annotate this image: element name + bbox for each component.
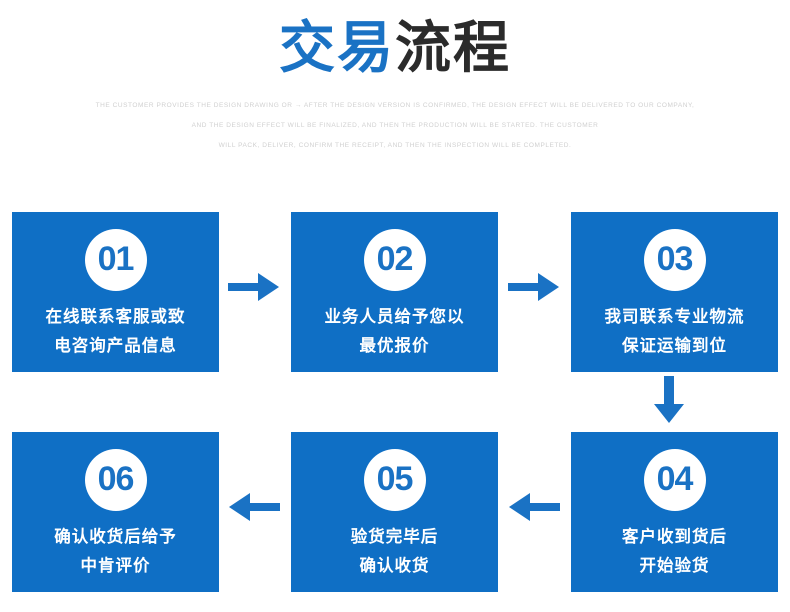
step-text-02: 业务人员给予您以 最优报价 (291, 303, 498, 361)
step-number-04: 04 (656, 460, 694, 498)
step-text-05: 验货完毕后 确认收货 (291, 523, 498, 581)
step-badge-04: 04 (643, 449, 706, 511)
step-badge-02: 02 (363, 229, 426, 291)
arrow-right-icon (508, 270, 560, 304)
step-text-04: 客户收到货后 开始验货 (571, 523, 778, 581)
step-badge-06: 06 (84, 449, 147, 511)
process-step-06: 06 确认收货后给予 中肯评价 (12, 432, 219, 592)
step-number-01: 01 (97, 240, 135, 278)
page-title: 交易流程 (0, 14, 790, 82)
arrow-left-icon (508, 490, 560, 524)
step-badge-03: 03 (643, 229, 706, 291)
step-text-06: 确认收货后给予 中肯评价 (12, 523, 219, 581)
process-step-04: 04 客户收到货后 开始验货 (571, 432, 778, 592)
step-text-05-line-2: 确认收货 (359, 557, 430, 575)
step-text-05-line-1: 验货完毕后 (350, 528, 439, 546)
step-text-01: 在线联系客服或致 电咨询产品信息 (12, 303, 219, 361)
step-text-04-line-1: 客户收到货后 (622, 528, 727, 546)
step-text-01-line-1: 在线联系客服或致 (45, 308, 186, 326)
step-number-05: 05 (376, 460, 414, 498)
step-text-03: 我司联系专业物流 保证运输到位 (571, 303, 778, 361)
process-row-top: 01 在线联系客服或致 电咨询产品信息 02 业务人员给予您以 最优报价 03 … (0, 212, 790, 378)
page-subtitle-line-2: AND THE DESIGN EFFECT WILL BE FINALIZED,… (191, 122, 599, 129)
arrow-down-icon (652, 376, 686, 424)
page-title-dark: 流程 (395, 16, 511, 79)
step-text-02-line-1: 业务人员给予您以 (324, 308, 465, 326)
arrow-right-icon (228, 270, 280, 304)
step-text-02-line-2: 最优报价 (359, 337, 430, 355)
process-step-05: 05 验货完毕后 确认收货 (291, 432, 498, 592)
step-text-04-line-2: 开始验货 (639, 557, 710, 575)
step-text-03-line-1: 我司联系专业物流 (604, 308, 745, 326)
process-step-02: 02 业务人员给予您以 最优报价 (291, 212, 498, 372)
page-subtitle-line-3: WILL PACK, DELIVER, CONFIRM THE RECEIPT,… (218, 142, 572, 149)
page-subtitle: THE CUSTOMER PROVIDES THE DESIGN DRAWING… (50, 96, 740, 156)
step-text-03-line-2: 保证运输到位 (622, 337, 727, 355)
step-badge-01: 01 (84, 229, 147, 291)
step-text-01-line-2: 电咨询产品信息 (54, 337, 177, 355)
page-subtitle-line-1: THE CUSTOMER PROVIDES THE DESIGN DRAWING… (95, 102, 695, 109)
page-header: 交易流程 THE CUSTOMER PROVIDES THE DESIGN DR… (0, 0, 790, 156)
step-number-02: 02 (376, 240, 414, 278)
step-text-06-line-2: 中肯评价 (80, 557, 151, 575)
step-number-06: 06 (97, 460, 135, 498)
page-title-blue: 交易 (279, 16, 395, 79)
arrow-left-icon (228, 490, 280, 524)
process-step-01: 01 在线联系客服或致 电咨询产品信息 (12, 212, 219, 372)
process-row-bottom: 06 确认收货后给予 中肯评价 05 验货完毕后 确认收货 04 客户收到货后 … (0, 432, 790, 598)
process-step-03: 03 我司联系专业物流 保证运输到位 (571, 212, 778, 372)
step-number-03: 03 (656, 240, 694, 278)
step-text-06-line-1: 确认收货后给予 (54, 528, 177, 546)
process-flow-diagram: 01 在线联系客服或致 电咨询产品信息 02 业务人员给予您以 最优报价 03 … (0, 196, 790, 612)
step-badge-05: 05 (363, 449, 426, 511)
